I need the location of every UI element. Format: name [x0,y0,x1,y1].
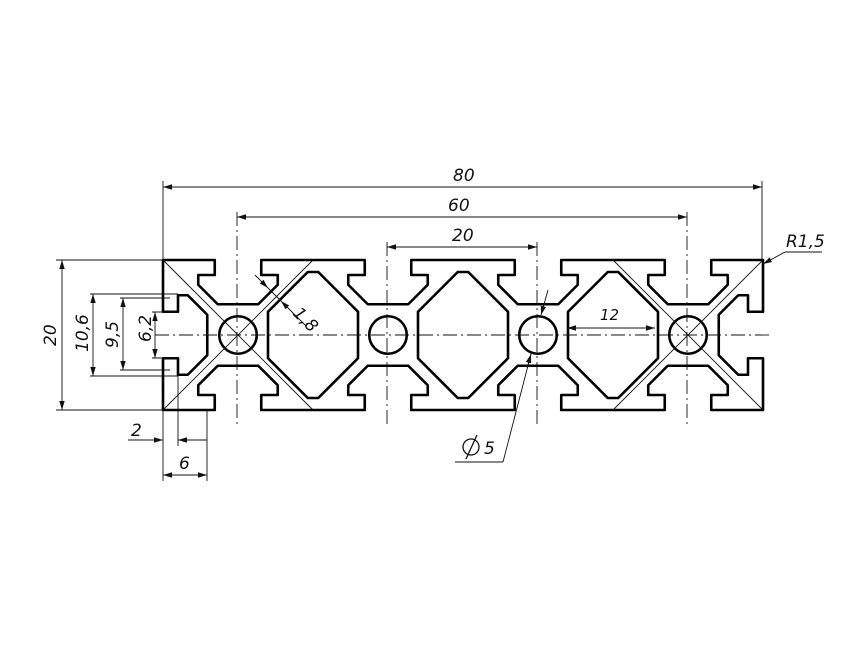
dim-label-80: 80 [453,166,475,186]
dim-label-radius: R1,5 [786,232,825,252]
dimension-height-20: 20 [41,259,165,411]
dimension-diameter: 5 [455,289,549,463]
diameter-icon [462,434,480,460]
dimension-9-5: 9,5 [103,297,170,371]
dimension-radius: R1,5 [762,232,825,265]
dimension-6-2: 6,2 [136,311,178,359]
dimension-20-spacing: 20 [387,226,537,250]
cavity [266,270,360,400]
dim-label-20-spacing: 20 [452,226,474,246]
dimension-2: 2 [128,375,208,481]
dim-label-height: 20 [41,324,61,346]
dimension-6: 6 [163,454,207,478]
center-lines [155,212,772,425]
dimension-10-6: 10,6 [73,293,178,377]
dim-label-6: 6 [179,454,190,474]
dim-label-1-8: 1,8 [288,303,321,336]
dim-label-60: 60 [448,196,470,216]
dimension-12: 12 [567,306,655,331]
dim-label-10-6: 10,6 [73,314,93,352]
dim-label-6-2: 6,2 [136,315,156,342]
dim-label-diameter: 5 [484,439,495,459]
dim-label-9-5: 9,5 [103,321,123,348]
dimension-80: 80 [162,166,763,262]
cavity [416,270,510,400]
dim-label-12: 12 [600,306,619,324]
dim-label-2: 2 [131,421,142,441]
dimension-60: 60 [237,196,687,220]
